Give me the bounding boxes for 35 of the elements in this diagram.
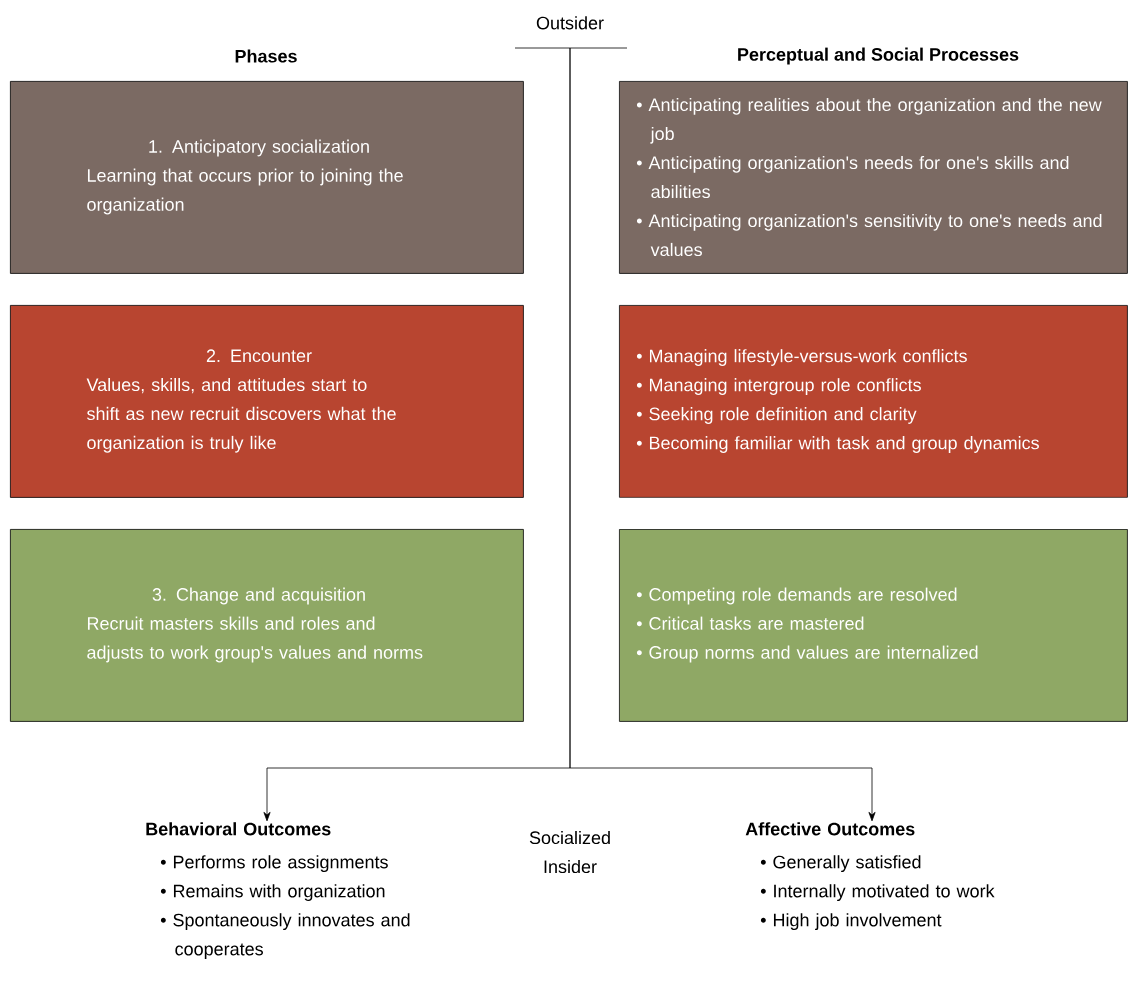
- bullet-item: • Group norms and values are internalized: [636, 645, 978, 663]
- section-heading: Perceptual and Social Processes: [738, 47, 1019, 65]
- bullet-item: • Generally satisfied: [760, 855, 921, 872]
- process-box: [619, 305, 1128, 498]
- outcome-heading: Behavioral Outcomes: [146, 822, 331, 836]
- bullet-item: • Anticipating organization's needs for one's skills and abilities: [636, 155, 1069, 199]
- phase-description: Learning that occurs prior to joining the organization: [87, 168, 403, 215]
- bullet-item: • Anticipating organization's sensitivity to one's needs and values: [636, 213, 1102, 257]
- bullet-item: • Anticipating realities about the organization and the new job: [636, 97, 1102, 144]
- outsider-label: Outsider: [536, 16, 604, 30]
- phase-title: 1. Anticipatory socialization: [149, 139, 369, 157]
- arrow: [569, 47, 876, 822]
- outcome-heading: Affective Outcomes: [745, 822, 915, 836]
- section-heading: Phases: [235, 49, 297, 63]
- phase-box: [10, 529, 524, 722]
- bullet-item: • Performs role assignments: [160, 855, 388, 872]
- bullet-item: • Competing role demands are resolved: [636, 587, 957, 605]
- center-label: Socialized Insider: [529, 830, 610, 874]
- phase-description: Values, skills, and attitudes start to shift as new recruit discovers what the organization is truly like: [86, 377, 396, 453]
- process-box: [619, 529, 1128, 722]
- phase-box: [10, 81, 524, 274]
- phase-description: Recruit masters skills and roles and adjusts to work group's values and norms: [87, 616, 423, 663]
- bullet-item: • Becoming familiar with task and group dynamics: [636, 436, 1039, 453]
- bullet-item: • Spontaneously innovates and cooperates: [160, 913, 410, 959]
- bullet-item: • Remains with organization: [160, 884, 385, 901]
- process-box: [619, 81, 1128, 274]
- phase-title: 2. Encounter: [206, 349, 312, 363]
- bullet-item: • Seeking role definition and clarity: [636, 407, 917, 424]
- phase-box: [10, 305, 524, 498]
- phase-title: 3. Change and acquisition: [152, 587, 365, 605]
- bullet-item: • Critical tasks are mastered: [636, 616, 864, 630]
- bullet-item: • Managing lifestyle-versus-work conflicts: [636, 349, 967, 366]
- bullet-item: • Internally motivated to work: [760, 884, 995, 901]
- bullet-item: • High job involvement: [760, 913, 942, 930]
- bullet-item: • Managing intergroup role conflicts: [636, 378, 921, 395]
